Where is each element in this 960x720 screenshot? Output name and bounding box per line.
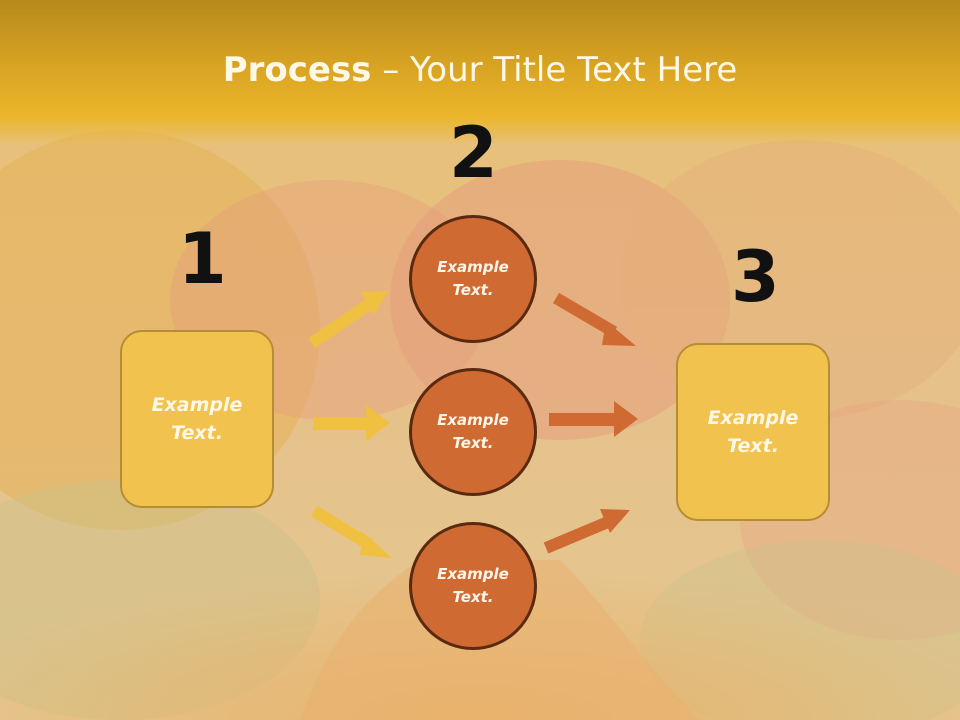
slide-title: Process – Your Title Text Here (0, 50, 960, 90)
arrow-top-to-right (552, 292, 636, 346)
right-process-box[interactable]: Example Text. (676, 343, 830, 521)
circle-top-label: Example Text. (437, 257, 509, 299)
arrow-bottom-to-right (543, 509, 630, 554)
right-box-label: Example Text. (707, 406, 799, 458)
title-bar (0, 0, 960, 145)
left-box-label: Example Text. (151, 393, 243, 445)
arrow-left-to-middle (313, 405, 390, 441)
circle-bottom-label: Example Text. (437, 564, 509, 606)
circle-top[interactable]: Example Text. (409, 215, 537, 343)
step-number-2: 2 (449, 112, 498, 194)
step-number-1: 1 (178, 218, 227, 300)
circle-middle-label: Example Text. (437, 410, 509, 452)
step-number-3: 3 (731, 236, 780, 318)
title-rest: – Your Title Text Here (371, 50, 738, 90)
arrow-left-to-bottom (310, 505, 392, 558)
arrow-left-to-top (308, 291, 388, 348)
title-bold: Process (222, 50, 372, 90)
circle-bottom[interactable]: Example Text. (409, 522, 537, 650)
left-process-box[interactable]: Example Text. (120, 330, 274, 508)
circle-middle[interactable]: Example Text. (409, 368, 537, 496)
arrow-middle-to-right (549, 401, 638, 437)
